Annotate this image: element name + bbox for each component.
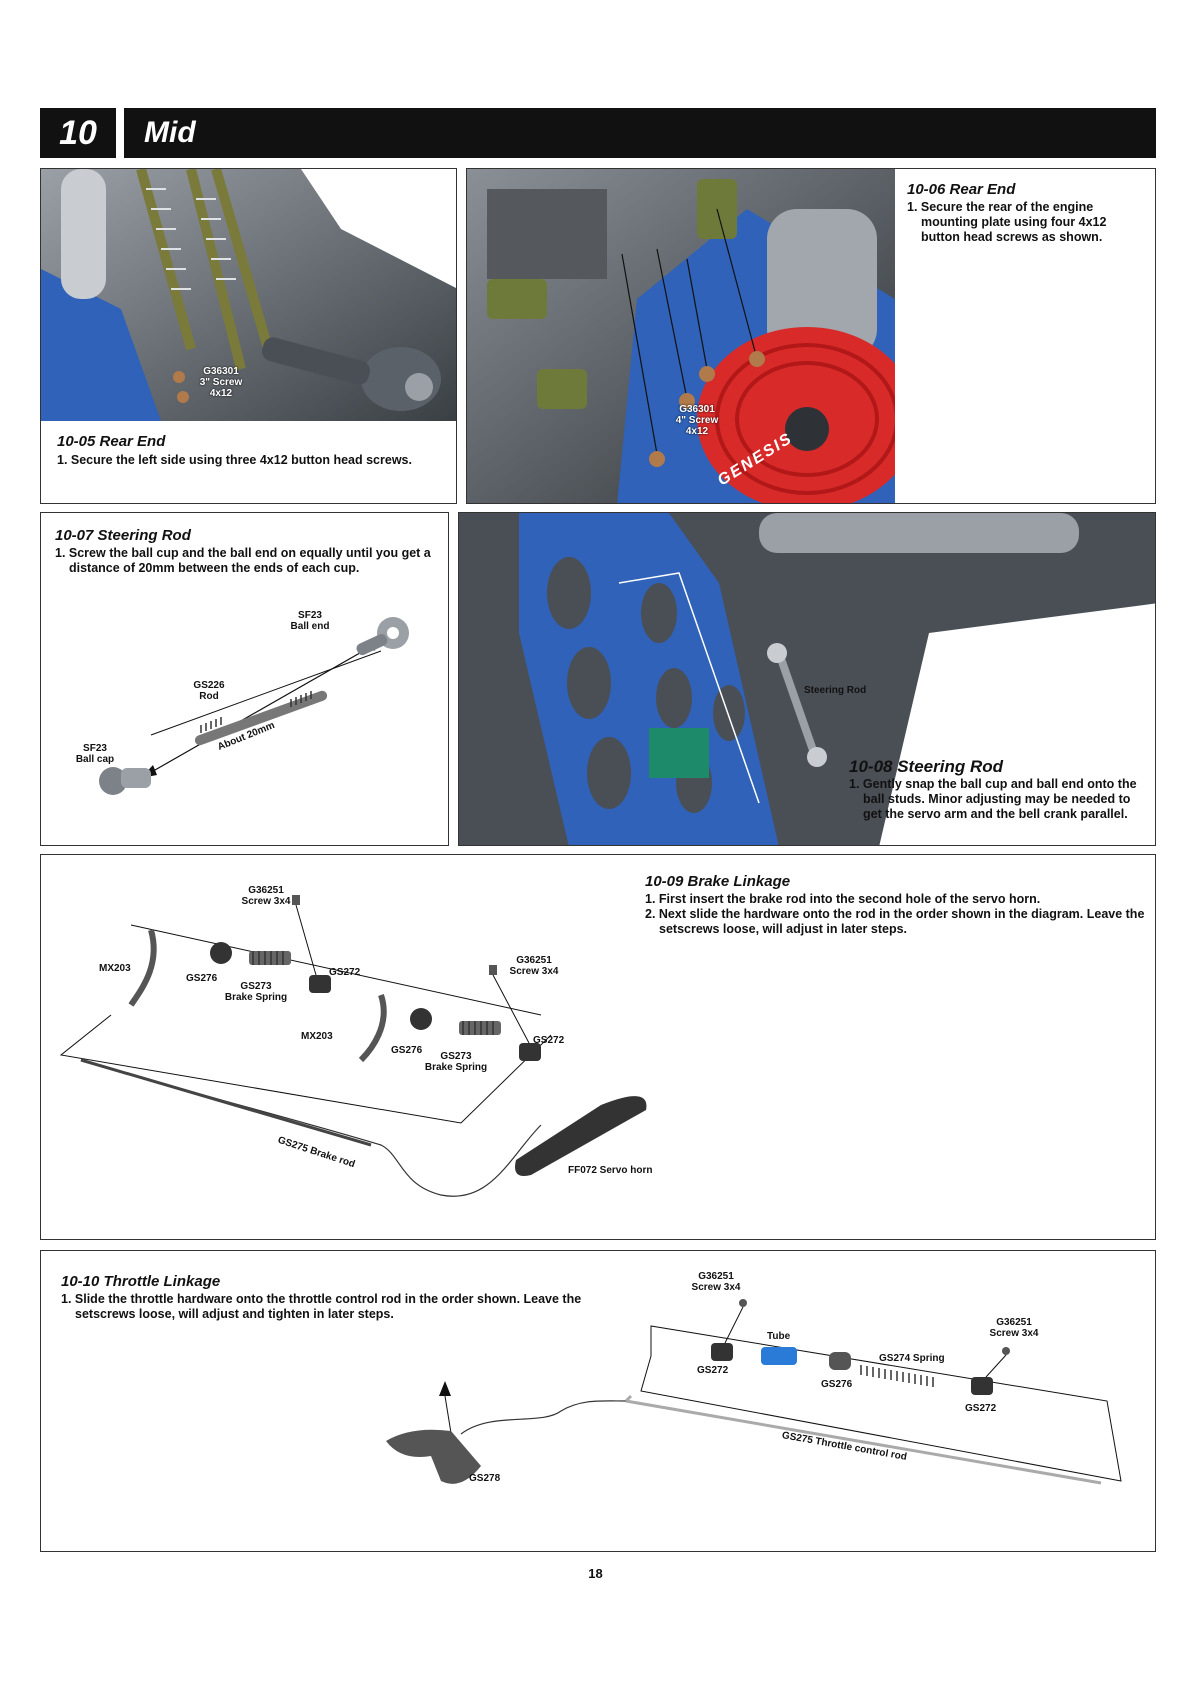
brake-linkage-diagram [59,895,647,1197]
label-gs272-a: GS272 [329,967,361,978]
photo-10-05 [41,169,456,421]
step-title-10-09: 10-09 Brake Linkage [645,873,791,890]
step-title-10-08: 10-08 Steering Rod [849,757,1003,776]
panel-10-08: Steering Rod 10-08 Steering Rod 1. Gentl… [458,512,1156,846]
label-tube: Tube [767,1331,791,1342]
label-gs272-a-10-10: GS272 [697,1365,729,1376]
section-number: 10 [40,108,116,158]
step-title-10-05: 10-05 Rear End [57,433,166,450]
label-gs274-spring: GS274 Spring [879,1353,945,1364]
photo-10-06 [467,169,895,503]
section-title: Mid [124,108,1156,158]
step-title-10-06: 10-06 Rear End [907,181,1016,198]
step-text-10-06: 1. Secure the rear of the engine mountin… [907,200,1107,244]
panel-10-07: 10-07 Steering Rod 1. Screw the ball cup… [40,512,449,846]
label-gs272-b: GS272 [533,1035,565,1046]
label-gs272-b-10-10: GS272 [965,1403,997,1414]
step-text-10-08: 1. Gently snap the ball cup and ball end… [849,777,1137,821]
label-gs276-a: GS276 [186,973,218,984]
step-text-10-07: 1. Screw the ball cup and the ball end o… [55,546,431,575]
throttle-linkage-diagram [386,1299,1122,1485]
label-servo-horn: FF072 Servo horn [568,1165,653,1176]
label-gs278: GS278 [469,1473,501,1484]
photo-10-08 [459,513,1155,845]
label-steering-rod: Steering Rod [804,685,867,696]
label-mx203-b: MX203 [301,1031,333,1042]
label-gs276-10-10: GS276 [821,1379,853,1390]
step-text-10-05: 1. Secure the left side using three 4x12… [57,453,412,467]
step-title-10-10: 10-10 Throttle Linkage [61,1273,221,1290]
step-text-10-09: 1. First insert the brake rod into the s… [645,892,1145,936]
page-number: 18 [588,1566,603,1581]
panel-10-10: 10-10 Throttle Linkage 1. Slide the thro… [40,1250,1156,1552]
label-mx203-a: MX203 [99,963,131,974]
label-gs276-b: GS276 [391,1045,423,1056]
steering-rod-diagram [99,617,409,795]
step-title-10-07: 10-07 Steering Rod [55,527,191,544]
step-text-10-10: 1. Slide the throttle hardware onto the … [61,1292,582,1321]
